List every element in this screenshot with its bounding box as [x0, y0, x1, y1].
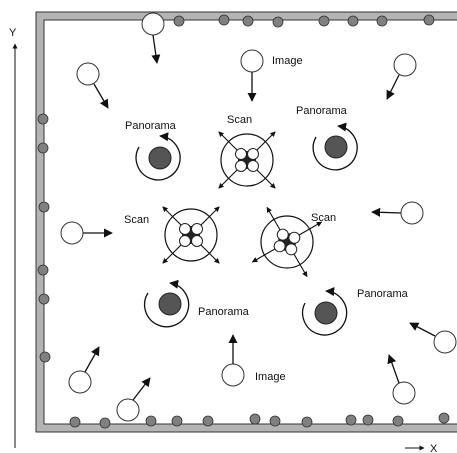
wall-marker [242, 15, 254, 27]
scan-label-left: Scan [124, 214, 149, 226]
panorama-bottom-left: Panorama [143, 279, 250, 328]
wall-marker [69, 416, 81, 428]
camera-right-lower [433, 330, 457, 354]
panorama-label-bottom-left: Panorama [198, 306, 250, 318]
room-wall [35, 11, 457, 433]
camera-top-left [141, 12, 165, 36]
wall-marker [37, 142, 49, 154]
scan-label-top: Scan [227, 114, 252, 126]
camera-upper-right [393, 53, 417, 77]
panorama-top-right: Panorama [296, 105, 358, 171]
wall-marker [347, 15, 359, 27]
panorama-bottom-right: Panorama [302, 286, 409, 336]
scan-station-right [251, 206, 323, 278]
x-axis-label: X [430, 443, 438, 453]
wall-marker [362, 414, 374, 426]
panorama-top-left: Panorama [125, 120, 181, 181]
panorama-label-top-right: Panorama [296, 105, 348, 117]
wall-cameras [60, 12, 457, 422]
camera-left-mid [60, 221, 84, 245]
camera-right-mid [400, 201, 424, 225]
image-label-top: Image [272, 55, 303, 67]
wall-marker [202, 415, 214, 427]
wall-marker [37, 113, 49, 125]
camera-bottom-left-b [116, 398, 140, 422]
axes: Y X [9, 27, 438, 453]
camera-bottom-right [392, 381, 416, 405]
wall-marker [38, 201, 50, 213]
wall-marker [438, 412, 450, 424]
wall-marker [171, 415, 183, 427]
scan-station-left [162, 206, 220, 264]
wall-marker [301, 416, 313, 428]
wall-marker [423, 14, 435, 26]
image-label-bottom: Image [255, 371, 286, 383]
wall-marker [38, 293, 50, 305]
wall-marker [39, 351, 51, 363]
wall-marker [99, 417, 111, 429]
panorama-label-top-left: Panorama [125, 120, 177, 132]
wall-marker [218, 14, 230, 26]
camera-bottom-left-a [68, 370, 92, 394]
wall-markers [37, 14, 450, 429]
wall-marker [173, 15, 185, 27]
wall-marker [269, 415, 281, 427]
wall-marker [318, 15, 330, 27]
panorama-label-bottom-right: Panorama [357, 288, 409, 300]
wall-marker [249, 413, 261, 425]
scan-label-right: Scan [311, 212, 336, 224]
image-camera-top: Image [240, 49, 303, 102]
wall-marker [345, 414, 357, 426]
wall-marker [145, 415, 157, 427]
image-camera-bottom: Image [221, 334, 286, 387]
wall-marker [376, 15, 388, 27]
y-axis-label: Y [9, 27, 17, 39]
scan-stations: Scan Scan Scan [124, 114, 336, 278]
camera-upper-left [76, 62, 100, 86]
scan-station-top [218, 131, 276, 189]
wall-marker [392, 415, 404, 427]
wall-marker [272, 16, 284, 28]
wall-marker [37, 264, 49, 276]
